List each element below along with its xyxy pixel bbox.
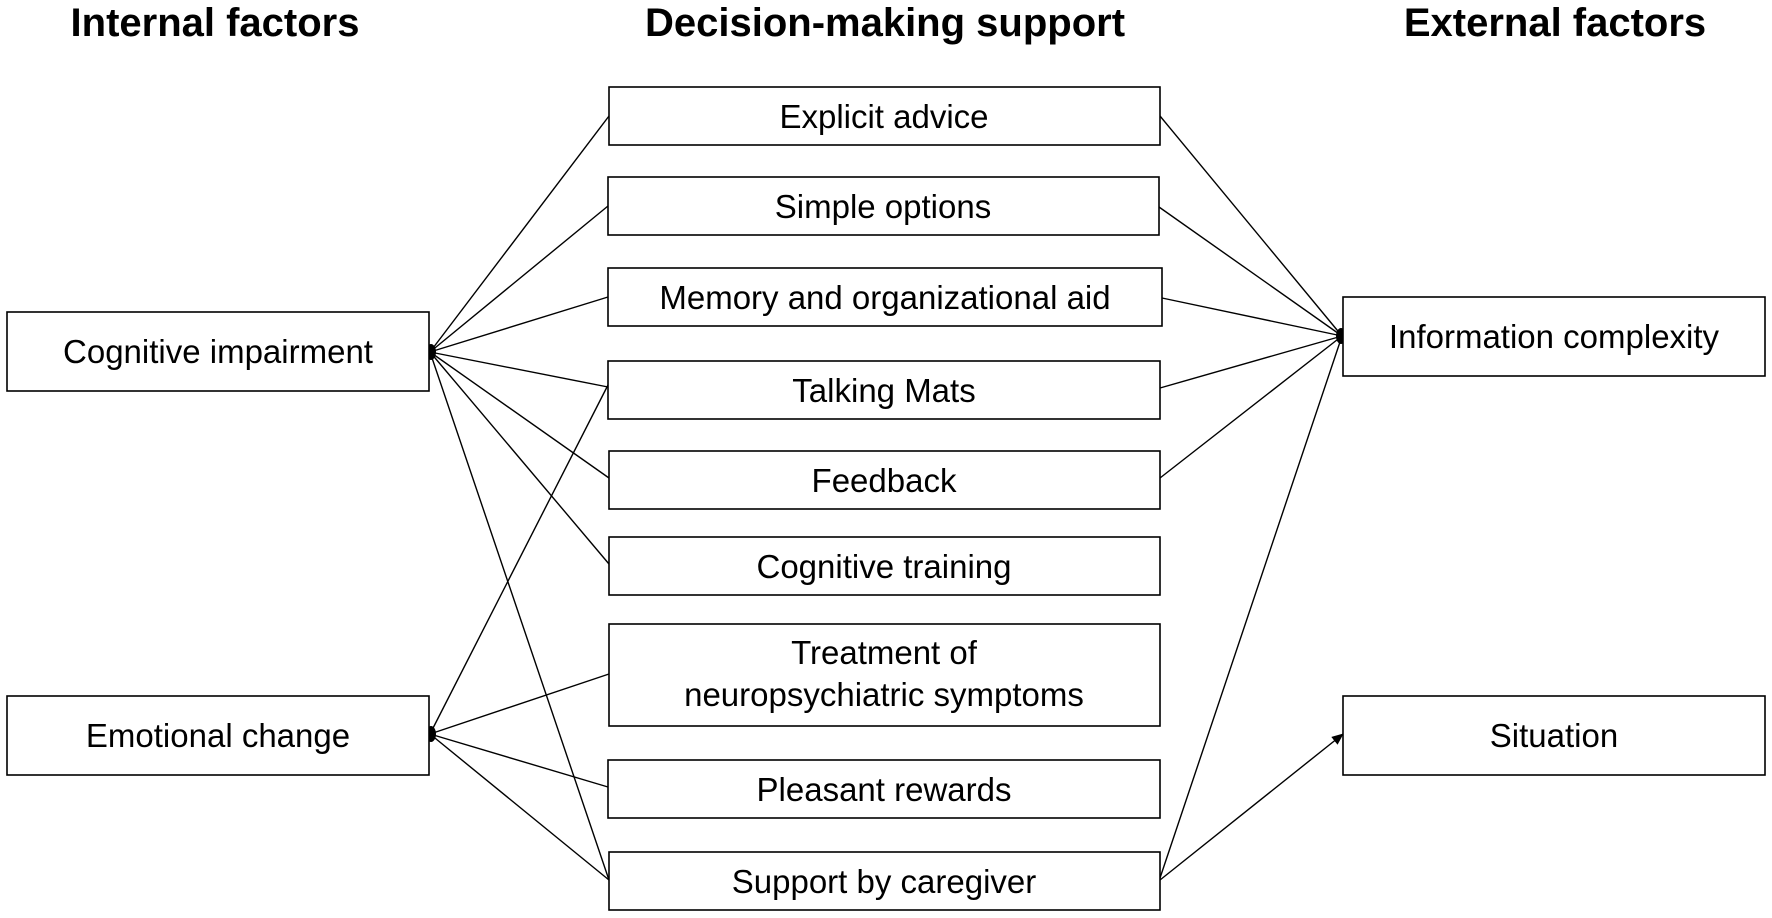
- node-label: Support by caregiver: [732, 863, 1037, 900]
- edge-information-complexity-feedback: [1159, 335, 1343, 479]
- edge-cognitive-impairment-cognitive-training: [429, 351, 610, 565]
- edge-information-complexity-explicit-advice: [1159, 115, 1343, 337]
- header-internal-factors: Internal factors: [71, 1, 360, 45]
- edge-support-caregiver-situation: [1159, 733, 1344, 881]
- edge-information-complexity-talking-mats: [1159, 335, 1343, 389]
- edge-information-complexity-memory-aid: [1161, 297, 1343, 337]
- node-talking-mats: Talking Mats: [607, 360, 1161, 420]
- node-label-line-2: neuropsychiatric symptoms: [684, 676, 1084, 713]
- node-memory-and-organizational-aid: Memory and organizational aid: [607, 267, 1163, 327]
- node-label: Feedback: [812, 462, 957, 499]
- node-support-by-caregiver: Support by caregiver: [608, 851, 1161, 911]
- node-label: Cognitive impairment: [63, 333, 373, 370]
- node-situation: Situation: [1342, 695, 1766, 776]
- node-label: Situation: [1490, 717, 1618, 754]
- header-external-factors: External factors: [1404, 1, 1706, 45]
- edge-emotional-change-support-caregiver: [429, 733, 610, 881]
- node-feedback: Feedback: [608, 450, 1161, 510]
- edge-information-complexity-simple-options: [1158, 206, 1343, 337]
- header-decision-making-support: Decision-making support: [645, 1, 1125, 45]
- node-label: Emotional change: [86, 717, 350, 754]
- node-pleasant-rewards: Pleasant rewards: [607, 759, 1161, 819]
- node-information-complexity: Information complexity: [1342, 296, 1766, 377]
- node-label: Memory and organizational aid: [659, 279, 1110, 316]
- edge-cognitive-impairment-feedback: [429, 351, 610, 479]
- edge-information-complexity-support-caregiver: [1159, 335, 1343, 879]
- node-label: Cognitive training: [757, 548, 1012, 585]
- node-simple-options: Simple options: [607, 176, 1160, 236]
- edge-emotional-change-pleasant-rewards: [429, 733, 609, 788]
- node-label: Explicit advice: [779, 98, 988, 135]
- edges: [429, 115, 1344, 881]
- node-label: Pleasant rewards: [757, 771, 1012, 808]
- node-treatment-of-neuropsychiatric-symptoms: Treatment of neuropsychiatric symptoms: [608, 623, 1161, 727]
- node-label: Simple options: [775, 188, 991, 225]
- node-emotional-change: Emotional change: [6, 695, 430, 776]
- edge-emotional-change-treatment: [429, 673, 610, 735]
- edge-emotional-change-talking-mats: [429, 384, 609, 735]
- node-explicit-advice: Explicit advice: [608, 86, 1161, 146]
- edge-cognitive-impairment-support-caregiver: [429, 351, 610, 881]
- node-label: Information complexity: [1389, 318, 1720, 355]
- edge-cognitive-impairment-talking-mats: [429, 351, 609, 388]
- edge-cognitive-impairment-explicit-advice: [429, 115, 610, 353]
- node-cognitive-impairment: Cognitive impairment: [6, 311, 430, 392]
- edge-cognitive-impairment-simple-options: [429, 205, 609, 353]
- node-label-line-1: Treatment of: [791, 634, 978, 671]
- node-label: Talking Mats: [792, 372, 975, 409]
- edge-cognitive-impairment-memory-aid: [429, 296, 609, 353]
- node-cognitive-training: Cognitive training: [608, 536, 1161, 596]
